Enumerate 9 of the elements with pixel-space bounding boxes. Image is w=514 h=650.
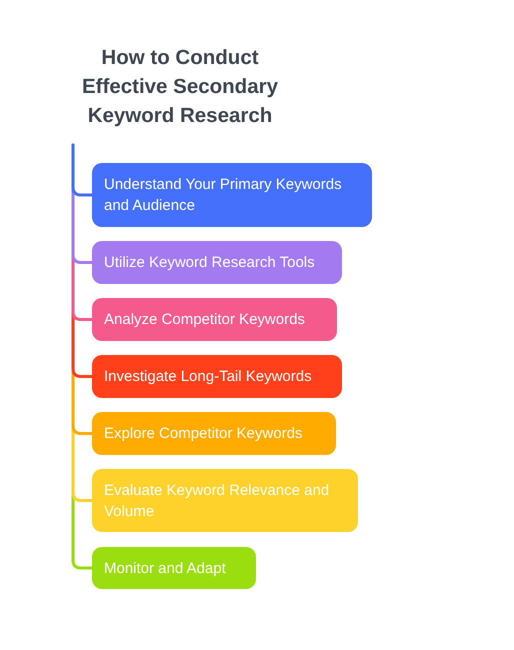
step-box: Monitor and Adapt	[92, 547, 256, 589]
step-box: Understand Your Primary Keywords and Audience	[92, 163, 372, 227]
connector-line	[72, 144, 94, 196]
step-box: Evaluate Keyword Relevance and Volume	[92, 469, 358, 532]
step-box: Investigate Long-Tail Keywords	[92, 355, 342, 398]
diagram-title: How to Conduct Effective Secondary Keyword Research	[81, 45, 279, 129]
step-box: Utilize Keyword Research Tools	[92, 241, 342, 284]
step-box: Analyze Competitor Keywords	[92, 298, 337, 341]
step-box: Explore Competitor Keywords	[92, 412, 336, 455]
